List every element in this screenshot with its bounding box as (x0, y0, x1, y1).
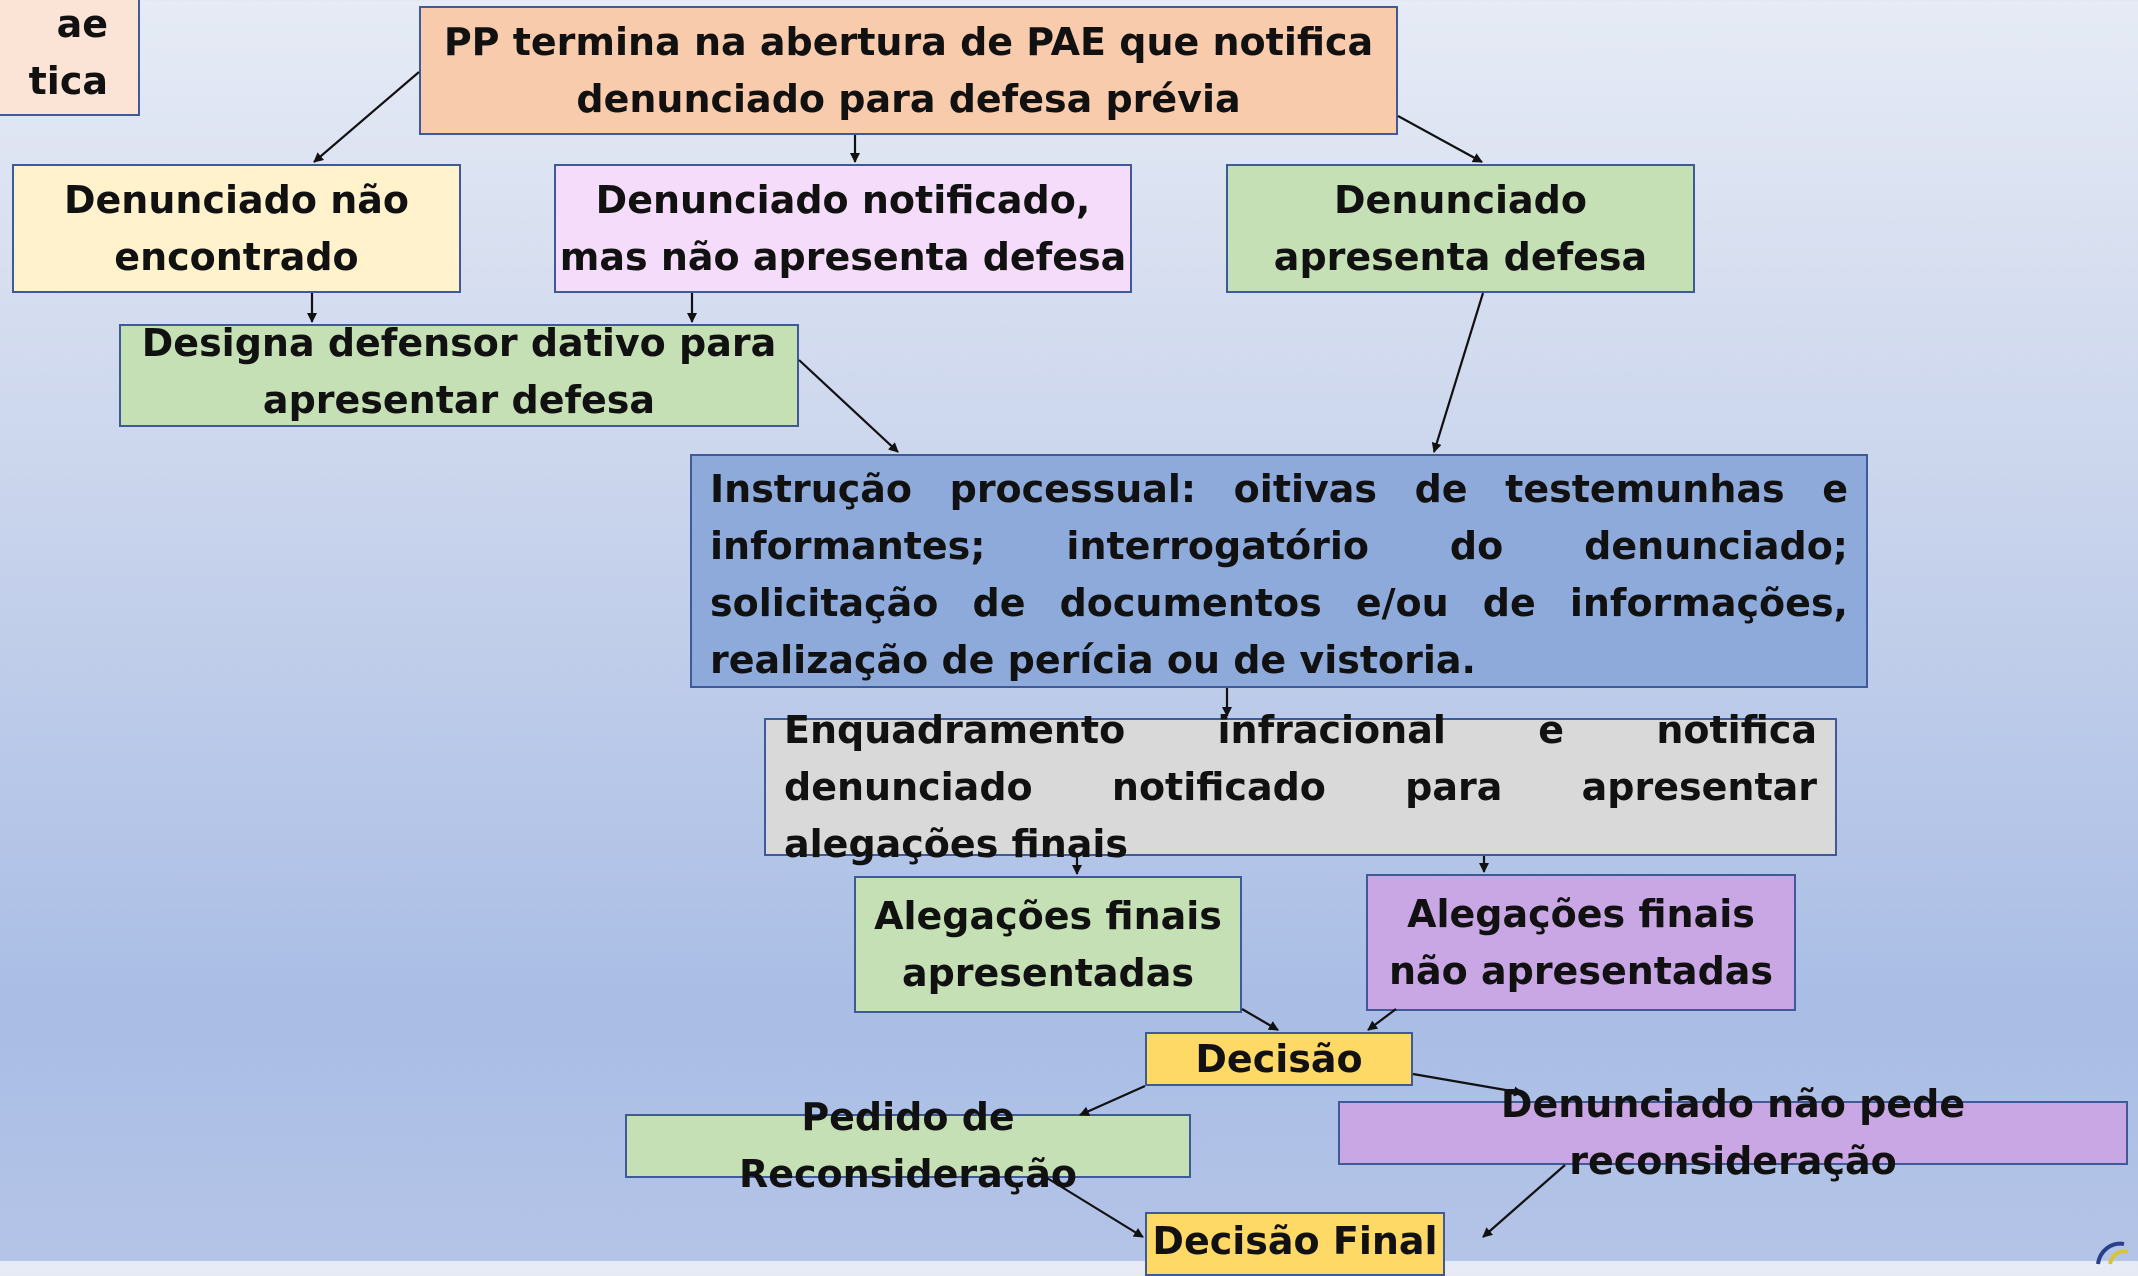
arrow-decisao-to-pedido (1079, 1084, 1146, 1117)
node-apresenta-defesa: Denunciado apresenta defesa (1226, 164, 1695, 293)
arrow-nao-pede-to-decisao-final (1482, 1164, 1566, 1238)
node-alegacoes-nao-apresentadas-line1: Alegações finais (1407, 891, 1755, 936)
node-alegacoes-nao-apresentadas-line2: não apresentadas (1388, 948, 1774, 993)
node-defensor-dativo-line2: apresentar defesa (262, 377, 656, 422)
node-enquadramento-text: Enquadramento infracional e notifica den… (784, 707, 1817, 866)
partial-node-line1: ae (56, 2, 108, 46)
node-alegacoes-nao-apresentadas: Alegações finais não apresentadas (1366, 874, 1796, 1011)
node-decisao-final-text: Decisão Final (1152, 1219, 1438, 1263)
node-apresenta-defesa-line2: apresenta defesa (1273, 234, 1648, 279)
node-denunciado-nao-encontrado: Denunciado não encontrado (12, 164, 461, 293)
node-nao-pede-reconsideracao-text: Denunciado não pede reconsideração (1500, 1082, 1966, 1183)
node-nao-encontrado-line2: encontrado (114, 234, 359, 279)
node-instrucao-text: Instrução processual: oitivas de testemu… (710, 467, 1848, 682)
arrow-pp-to-apresenta-defesa (1397, 115, 1483, 163)
node-pp-termina-line1: PP termina na abertura de PAE que notifi… (443, 19, 1374, 64)
node-notificado-sem-defesa-line1: Denunciado notificado, (595, 177, 1091, 222)
partial-node-line2: tica (28, 59, 108, 103)
node-notificado-sem-defesa-line2: mas não apresenta defesa (559, 234, 1127, 279)
arrow-pedido-to-decisao-final (1046, 1177, 1144, 1238)
node-decisao-text: Decisão (1195, 1036, 1363, 1081)
logo-fragment-icon (2096, 1241, 2129, 1265)
arrow-dativo-to-instrucao (798, 359, 899, 453)
node-alegacoes-apresentadas-line2: apresentadas (901, 950, 1195, 995)
arrow-decisao-to-nao-pede (1412, 1072, 1524, 1097)
arrow-pp-to-nao-encontrado (313, 71, 420, 163)
arrow-alegacoes-nao-to-decisao (1367, 1008, 1397, 1031)
arrow-alegacoes-to-decisao (1241, 1008, 1279, 1031)
node-pedido-reconsideracao-text: Pedido de Reconsideração (739, 1095, 1077, 1196)
node-defensor-dativo-line1: Designa defensor dativo para (141, 320, 777, 365)
arrow-apresenta-defesa-to-instrucao (1431, 292, 1485, 453)
node-nao-pede-reconsideracao: Denunciado não pede reconsideração (1338, 1082, 2128, 1183)
node-alegacoes-apresentadas: Alegações finais apresentadas (854, 876, 1242, 1013)
node-pp-termina-line2: denunciado para defesa prévia (576, 76, 1241, 121)
node-pp-termina: PP termina na abertura de PAE que notifi… (419, 6, 1398, 135)
node-defensor-dativo: Designa defensor dativo para apresentar … (119, 321, 799, 427)
node-nao-encontrado-line1: Denunciado não (63, 177, 409, 222)
node-instrucao-processual: Instrução processual: oitivas de testemu… (690, 454, 1868, 688)
partial-node-left: ae tica (0, 0, 140, 116)
node-notificado-sem-defesa: Denunciado notificado, mas não apresenta… (554, 164, 1132, 293)
node-enquadramento: Enquadramento infracional e notifica den… (764, 708, 1837, 866)
node-apresenta-defesa-line1: Denunciado (1334, 177, 1587, 222)
node-alegacoes-apresentadas-line1: Alegações finais (874, 893, 1222, 938)
node-decisao: Decisão (1145, 1032, 1413, 1086)
node-pedido-reconsideracao: Pedido de Reconsideração (625, 1095, 1191, 1196)
